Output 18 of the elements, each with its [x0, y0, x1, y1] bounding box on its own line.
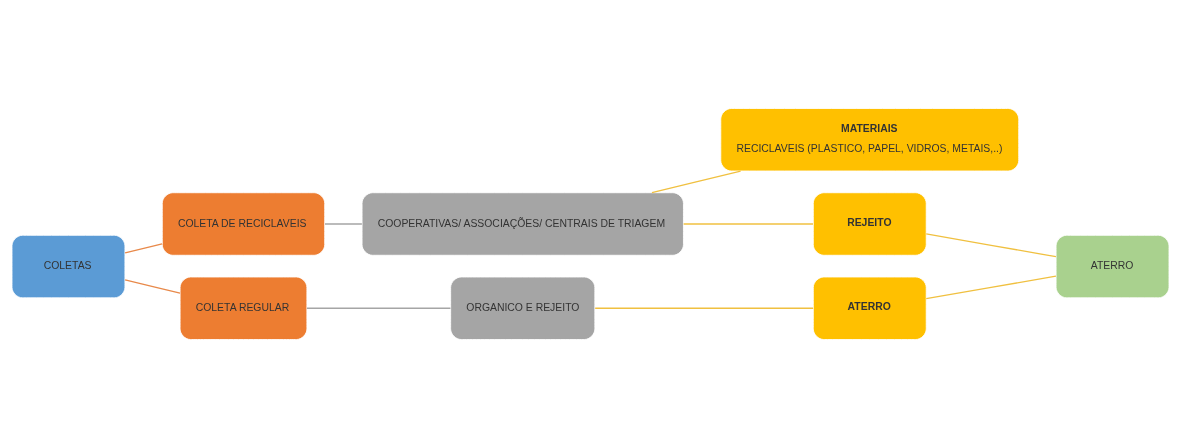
connector	[925, 232, 1057, 257]
connector	[324, 222, 363, 225]
node-box: COLETA REGULAR	[179, 276, 308, 340]
connector	[124, 278, 181, 294]
node-box: COOPERATIVAS/ ASSOCIAÇÕES/ CENTRAIS DE TRIAGEM	[361, 191, 684, 256]
connector	[682, 222, 814, 225]
node-box: ATERRO	[1055, 234, 1170, 298]
connector	[651, 169, 742, 193]
connector	[306, 307, 452, 309]
connector	[124, 242, 163, 253]
node-box: ORGANICO E REJEITO	[450, 276, 596, 340]
connector	[594, 307, 814, 309]
node-box: REJEITO	[812, 191, 927, 256]
node-box: COLETA DE RECICLAVEIS	[161, 191, 326, 256]
connector	[925, 275, 1057, 299]
node-box: COLETAS	[11, 234, 126, 298]
node-box: ATERRO	[812, 276, 927, 340]
node-box: MATERIAIS RECICLAVEIS (PLASTICO, PAPEL, VIDROS, METAIS,..)	[720, 107, 1020, 171]
